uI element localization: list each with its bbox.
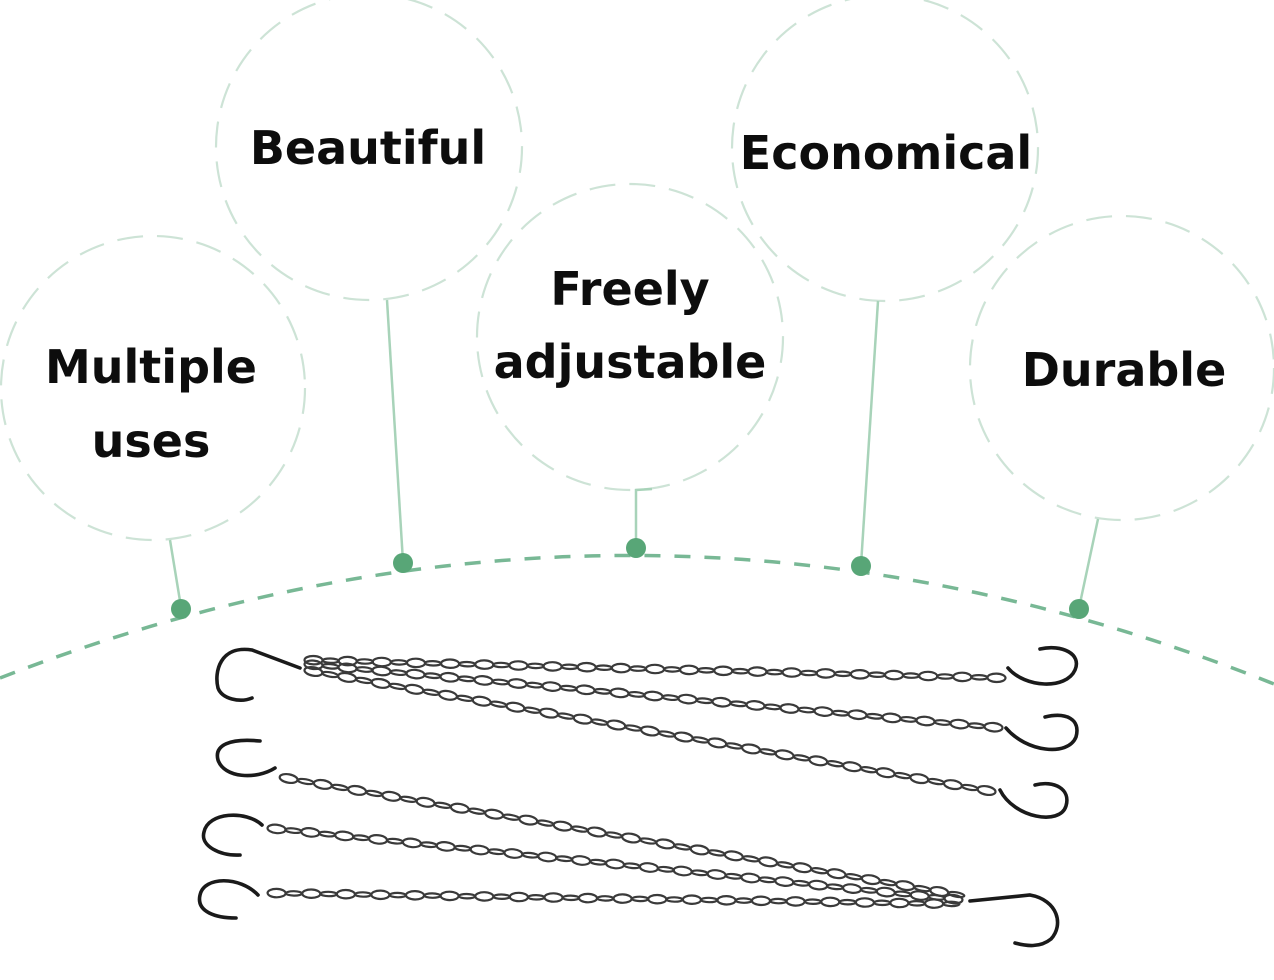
chain xyxy=(266,887,961,909)
s-hook-icon xyxy=(968,893,1060,948)
chain-link xyxy=(942,900,961,908)
chain xyxy=(303,659,1004,733)
connector-freely-adjustable xyxy=(634,487,653,547)
s-hook-icon xyxy=(1004,713,1079,752)
label-multiple-uses-line2: uses xyxy=(92,414,211,468)
feature-labels: Multiple uses Beautiful Freely adjustabl… xyxy=(45,121,1226,468)
bubble-beautiful xyxy=(214,0,524,302)
connector-beautiful xyxy=(385,299,405,563)
connector-durable xyxy=(1077,518,1100,609)
connector-lines xyxy=(168,299,1100,609)
chain-link xyxy=(983,721,1004,733)
label-multiple-uses-line1: Multiple xyxy=(45,340,257,394)
chain xyxy=(278,772,966,899)
chain-link xyxy=(943,893,964,905)
s-hook-icon xyxy=(197,878,260,920)
s-hook-icon xyxy=(1006,646,1079,686)
chain xyxy=(303,665,997,797)
label-freely-adjustable-line2: adjustable xyxy=(494,335,767,389)
dot-multiple-uses xyxy=(171,599,191,619)
label-economical: Economical xyxy=(740,126,1032,180)
chain-link xyxy=(976,784,997,797)
s-hook-icon xyxy=(215,738,277,778)
dot-economical xyxy=(851,556,871,576)
dot-durable xyxy=(1069,599,1089,619)
s-hook-icon xyxy=(201,813,264,857)
s-hook-icon xyxy=(998,781,1069,819)
dot-beautiful xyxy=(393,553,413,573)
connector-economical xyxy=(859,300,880,566)
hanging-chain-with-s-hooks-icon xyxy=(197,646,1079,948)
feature-bubbles xyxy=(0,0,1274,542)
chain xyxy=(303,654,1007,684)
connector-multiple-uses xyxy=(168,539,183,608)
dot-freely-adjustable xyxy=(626,538,646,558)
label-beautiful: Beautiful xyxy=(250,121,486,175)
arc-dots xyxy=(171,538,1089,619)
s-hook-icon xyxy=(215,647,302,702)
chain-link xyxy=(986,672,1007,684)
bubble-freely-adjustable xyxy=(475,182,785,492)
bubble-multiple-uses xyxy=(0,234,307,542)
label-durable: Durable xyxy=(1022,343,1227,397)
chain-group xyxy=(266,654,1007,909)
chain xyxy=(266,823,964,905)
chain-link xyxy=(947,890,966,899)
bubble-economical xyxy=(730,0,1040,303)
label-freely-adjustable-line1: Freely xyxy=(550,262,709,316)
